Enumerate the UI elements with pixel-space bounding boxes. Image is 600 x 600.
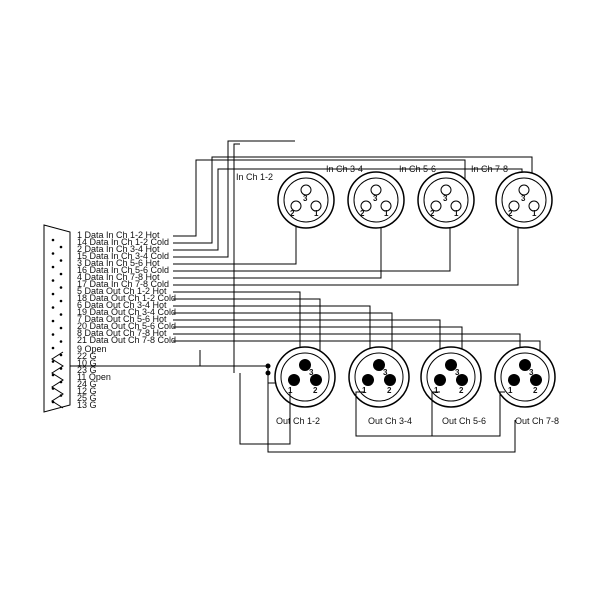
pin-3-label: 3 bbox=[529, 368, 534, 377]
pin-1-label: 1 bbox=[384, 209, 389, 218]
pin-1-label: 1 bbox=[508, 386, 513, 395]
output-xlr-3-4: 3 1 2 bbox=[348, 346, 410, 408]
output-label: Out Ch 5-6 bbox=[442, 416, 486, 426]
input-label: In Ch 7-8 bbox=[471, 164, 508, 174]
db25-pin-list: 1 Data In Ch 1-2 Hot 14 Data In Ch 1-2 C… bbox=[77, 230, 176, 410]
db25-pin-label: 21 Data Out Ch 7-8 Cold bbox=[77, 335, 176, 345]
db25-pin-label: 7 Data Out Ch 5-6 Hot bbox=[77, 314, 167, 324]
db25-pin-dot bbox=[51, 238, 55, 242]
db25-pin-dot bbox=[51, 360, 55, 363]
output-label: Out Ch 7-8 bbox=[515, 416, 559, 426]
pin-3-label: 3 bbox=[443, 194, 448, 203]
db25-pin-dot bbox=[59, 326, 63, 330]
pin-3-label: 3 bbox=[455, 368, 460, 377]
pin-1-label: 1 bbox=[532, 209, 537, 218]
db25-pin-label: 14 Data In Ch 1-2 Cold bbox=[77, 237, 169, 247]
db25-pin-dot bbox=[59, 299, 63, 303]
db25-pin-dot bbox=[59, 353, 63, 357]
db25-pin-dot bbox=[51, 306, 55, 309]
db25-pin-dot bbox=[51, 319, 55, 323]
pin-2-label: 2 bbox=[360, 209, 365, 218]
output-xlr-1-2: 3 1 2 bbox=[274, 346, 336, 408]
input-xlr-3-4: 3 2 1 bbox=[347, 171, 405, 229]
db25-pin-label: 11 Open bbox=[77, 372, 111, 382]
ground-bus bbox=[70, 143, 516, 453]
pin-3-label: 3 bbox=[383, 368, 388, 377]
pin-3-label: 3 bbox=[521, 194, 526, 203]
input-xlr-1-2: 3 2 1 bbox=[277, 171, 335, 229]
pin-2-label: 2 bbox=[387, 386, 392, 395]
input-label: In Ch 1-2 bbox=[236, 172, 273, 182]
output-label: Out Ch 1-2 bbox=[276, 416, 320, 426]
db25-pin-dot bbox=[59, 259, 63, 262]
output-label: Out Ch 3-4 bbox=[368, 416, 412, 426]
db25-pin-label: 3 Data In Ch 5-6 Hot bbox=[77, 258, 160, 268]
db25-pin-label: 17 Data In Ch 7-8 Cold bbox=[77, 279, 169, 289]
output-ground-wires bbox=[239, 373, 505, 445]
pin-3-label: 3 bbox=[309, 368, 314, 377]
db25-pin-dot bbox=[59, 272, 63, 276]
pin-1-label: 1 bbox=[362, 386, 367, 395]
db25-pin-dot bbox=[51, 252, 55, 255]
pin-1-label: 1 bbox=[314, 209, 319, 218]
db25-pin-label: 18 Data Out Ch 1-2 Cold bbox=[77, 293, 176, 303]
pin-3-label: 3 bbox=[303, 194, 308, 203]
input-label: In Ch 5-6 bbox=[399, 164, 436, 174]
pin-2-label: 2 bbox=[508, 209, 513, 218]
db25-pin-label: 25 G bbox=[77, 393, 97, 403]
db25-pin-label: 16 Data In Ch 5-6 Cold bbox=[77, 265, 169, 275]
output-wires bbox=[173, 291, 541, 355]
input-xlr-5-6: 3 2 1 bbox=[417, 171, 475, 229]
db25-pin-label: 24 G bbox=[77, 379, 97, 389]
pin-2-label: 2 bbox=[459, 386, 464, 395]
db25-pin-dot bbox=[59, 313, 63, 316]
input-xlr-7-8: 3 2 1 bbox=[495, 171, 553, 229]
db25-pin-dot bbox=[59, 340, 63, 343]
db25-pin-label: 1 Data In Ch 1-2 Hot bbox=[77, 230, 160, 240]
db25-pin-label: 2 Data In Ch 3-4 Hot bbox=[77, 244, 160, 254]
db25-pin-dot bbox=[51, 333, 55, 336]
output-xlr-5-6: 3 1 2 bbox=[420, 346, 482, 408]
db25-pin-label: 9 Open bbox=[77, 344, 107, 354]
db25-pin-dot bbox=[51, 346, 55, 350]
ground-jumper bbox=[51, 351, 64, 409]
db25-pin-dot bbox=[51, 292, 55, 296]
db25-pin-label: 6 Data Out Ch 3-4 Hot bbox=[77, 300, 167, 310]
pin-2-label: 2 bbox=[313, 386, 318, 395]
input-label: In Ch 3-4 bbox=[326, 164, 363, 174]
db25-pin-dot bbox=[51, 279, 55, 282]
pin-2-label: 2 bbox=[290, 209, 295, 218]
db25-pin-label: 12 G bbox=[77, 386, 97, 396]
db25-pin-label: 5 Data Out Ch 1-2 Hot bbox=[77, 286, 167, 296]
output-xlr-7-8: 3 1 2 bbox=[494, 346, 556, 408]
pin-1-label: 1 bbox=[288, 386, 293, 395]
pin-2-label: 2 bbox=[430, 209, 435, 218]
pin-2-label: 2 bbox=[533, 386, 538, 395]
db25-pin-dot bbox=[59, 286, 63, 289]
db25-pin-label: 19 Data Out Ch 3-4 Cold bbox=[77, 307, 176, 317]
db25-pin-label: 8 Data Out Ch 7-8 Hot bbox=[77, 328, 167, 338]
db25-pin-dot bbox=[51, 265, 55, 269]
db25-pin-label: 22 G bbox=[77, 351, 97, 361]
db25-pin-label: 10 G bbox=[77, 358, 97, 368]
pin-1-label: 1 bbox=[454, 209, 459, 218]
db25-pin-label: 20 Data Out Ch 5-6 Cold bbox=[77, 321, 176, 331]
pin-1-label: 1 bbox=[434, 386, 439, 395]
db25-pin-dot bbox=[59, 245, 63, 249]
db25-pin-label: 4 Data In Ch 7-8 Hot bbox=[77, 272, 160, 282]
db25-pin-label: 13 G bbox=[77, 400, 97, 410]
pin-3-label: 3 bbox=[373, 194, 378, 203]
db25-pin-label: 23 G bbox=[77, 365, 97, 375]
db25-pin-label: 15 Data In Ch 3-4 Cold bbox=[77, 251, 169, 261]
